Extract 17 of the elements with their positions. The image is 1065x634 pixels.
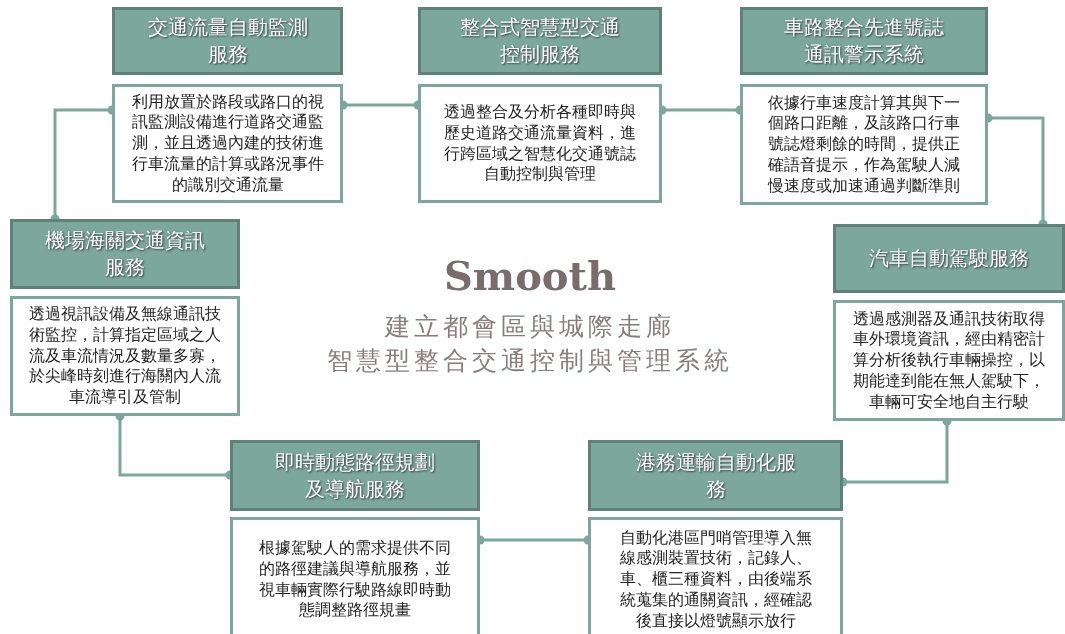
subtitle: 建立都會區與城際走廊 [384,311,676,343]
service-title-box: 整合式智慧型交通控制服務 [418,7,662,75]
description-box: 利用放置於路段或路口的視訊監測設備進行道路交通監測，並且透過內建的技術進行車流量的計算或路況事件的識別交通流量 [112,84,343,203]
service-title-box: 即時動態路徑規劃及導航服務 [230,440,480,511]
description-box: 依據行車速度計算其與下一個路口距離，及該路口行車號誌燈剩餘的時間，提供正確語音提示，作為駕駛人減慢速度或加速通過判斷準則 [740,84,988,205]
service-title-box: 車路整合先進號誌通訊警示系統 [740,7,988,75]
title: Smooth [442,252,618,299]
description-box: 透過視訊設備及無線通訊技術監控，計算指定區域之人流及車流情況及數量多寡，於尖峰時刻進行海關內人流車流導引及管制 [10,296,240,416]
service-title-box: 汽車自動駕駛服務 [833,224,1065,293]
subtitle: 智慧型整合交通控制與管理系統 [326,345,734,377]
service-title-box: 機場海關交通資訊服務 [10,219,240,289]
description-box: 自動化港區門哨管理導入無線感測裝置技術，記錄人、車、櫃三種資料，由後端系統蒐集的通關資訊，經確認後直接以燈號顯示放行 [588,517,843,634]
description-box: 透過感測器及通訊技術取得車外環境資訊，經由精密計算分析後執行車輛操控，以期能達到能在無人駕駛下，車輛可安全地自主行駛 [833,300,1065,421]
service-title-box: 港務運輸自動化服務 [588,440,843,511]
description-box: 透過整合及分析各種即時與歷史道路交通流量資料，進行跨區域之智慧化交通號誌自動控制與管理 [418,84,662,203]
service-title-box: 交通流量自動監測服務 [112,7,343,75]
description-box: 根據駕駛人的需求提供不同的路徑建議與導航服務，並視車輛實際行駛路線即時動態調整路徑規畫 [230,517,480,634]
